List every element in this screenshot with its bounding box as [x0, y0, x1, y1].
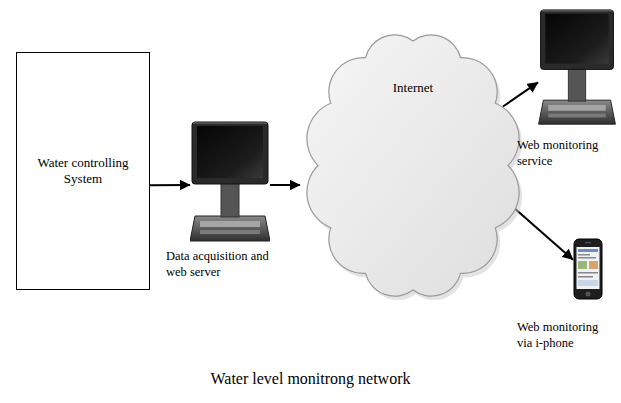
arrow-connector [270, 184, 300, 186]
node-label: Internet [298, 80, 528, 96]
iphone: Web monitoring via i-phone [517, 238, 613, 351]
phone-icon [573, 238, 603, 300]
system-box: Water controlling System [16, 52, 150, 290]
node-label: Web monitoring via i-phone [517, 320, 613, 351]
node-label: Web monitoring service [517, 138, 613, 169]
computer-icon [538, 8, 616, 128]
internet-cloud: Internet [298, 18, 528, 313]
arrow-connector [503, 82, 538, 106]
node-label: Data acquisition and web server [166, 249, 284, 280]
cloud-outline [298, 18, 528, 313]
figure-caption: Water level monitrong network [0, 370, 621, 388]
arrow-connector [150, 184, 190, 186]
server-computer: Data acquisition and web server [166, 120, 284, 280]
monitor-computer: Web monitoring service [517, 8, 613, 169]
computer-icon [190, 120, 270, 245]
node-label: Water controlling System [37, 155, 129, 188]
